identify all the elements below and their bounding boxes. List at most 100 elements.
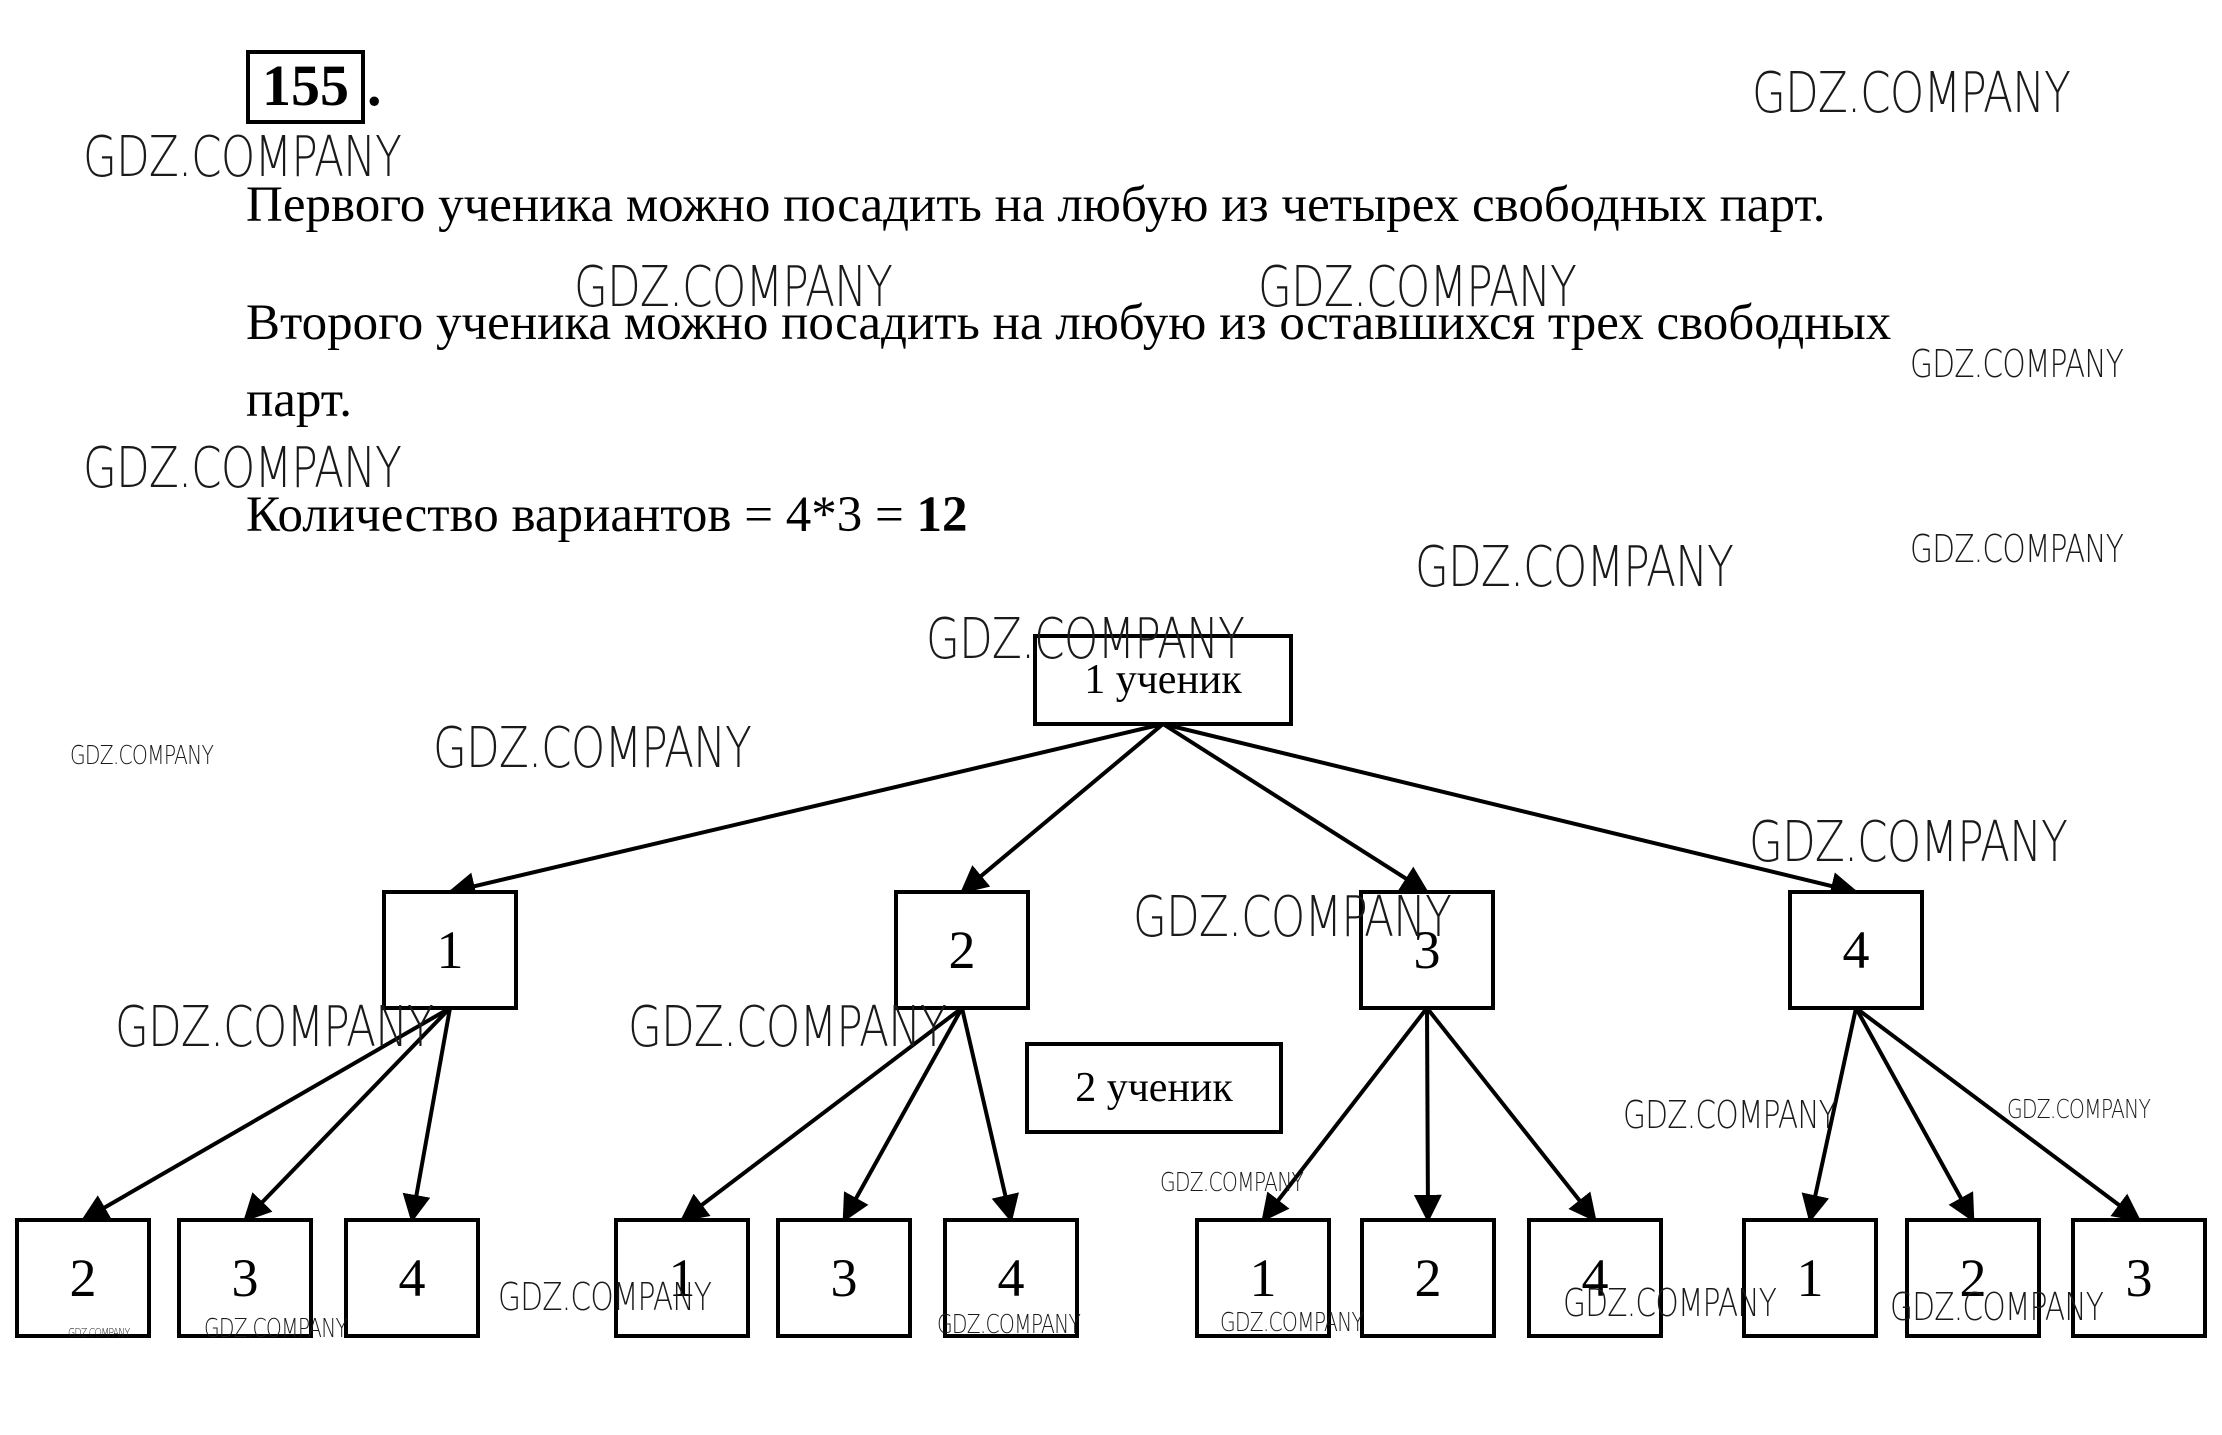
- watermark: GDZ.COMPANY: [937, 1310, 1081, 1340]
- level1-node-2-box: [894, 890, 1030, 1010]
- edge-4-to-3: [1854, 1006, 2142, 1222]
- edge-3-to-2: [1413, 1007, 1442, 1223]
- level2-node-4-2: 2: [1905, 1218, 2041, 1338]
- level2-node-3-1: 1: [1195, 1218, 1331, 1338]
- level2-node-2-3-label: 3: [831, 1248, 858, 1308]
- level2-node-1-2-label: 2: [70, 1248, 97, 1308]
- level2-node-3-4: 4: [1527, 1218, 1663, 1338]
- level2-node-2-3: 3: [776, 1218, 912, 1338]
- watermark: GDZ.COMPANY: [1890, 1285, 2104, 1329]
- level2-node-4-3-box: [2071, 1218, 2207, 1338]
- level2-caption-box: [1025, 1042, 1283, 1134]
- level2-node-3-4-label: 4: [1582, 1248, 1609, 1308]
- watermark: GDZ.COMPANY: [628, 995, 947, 1060]
- level2-caption-label: 2 ученик: [1075, 1065, 1233, 1111]
- level1-node-4-box: [1788, 890, 1924, 1010]
- text-line-first-student: Первого ученика можно посадить на любую …: [246, 177, 1826, 233]
- level2-node-3-1-label: 1: [1250, 1248, 1277, 1308]
- level2-node-1-3-label: 3: [232, 1248, 259, 1308]
- tree-nodes: 1 ученик 1 2 3 4 2 1 3 4 3 1 2 4 4 1 2 3 2 ученик: [15, 634, 2207, 1338]
- watermark: GDZ.COMPANY: [1752, 61, 2071, 126]
- answer-prefix: Количество вариантов = 4*3 =: [246, 487, 917, 543]
- watermark: GDZ.COMPANY: [1133, 885, 1452, 950]
- watermark: GDZ.COMPANY: [1910, 342, 2124, 386]
- level2-node-1-3-box: [177, 1218, 313, 1338]
- level2-node-3-1-box: [1195, 1218, 1331, 1338]
- level1-node-2: 2: [894, 890, 1030, 1010]
- level2-node-3-2-label: 2: [1415, 1248, 1442, 1308]
- edge-1-to-2: [80, 1006, 452, 1222]
- edge-2-to-3: [842, 1007, 964, 1223]
- answer-value: 12: [916, 487, 968, 543]
- watermark: GDZ.COMPANY: [1160, 1168, 1304, 1198]
- level2-node-4-1-box: [1742, 1218, 1878, 1338]
- level2-node-4-2-label: 2: [1960, 1248, 1987, 1308]
- level2-node-2-4-label: 4: [998, 1248, 1025, 1308]
- edge-4-to-2: [1854, 1007, 1975, 1223]
- watermark: GDZ.COMPANY: [204, 1314, 348, 1344]
- level2-node-4-1: 1: [1742, 1218, 1878, 1338]
- watermark: GDZ.COMPANY: [433, 716, 752, 781]
- level2-node-2-1-label: 1: [669, 1248, 696, 1308]
- edge-4-to-1: [1801, 1007, 1858, 1223]
- watermark: GDZ.COMPANY: [68, 1326, 130, 1340]
- level1-node-1-box: [382, 890, 518, 1010]
- watermark: GDZ.COMPANY: [1623, 1093, 1837, 1137]
- text-line-answer: Количество вариантов = 4*3 = 12: [246, 490, 968, 541]
- watermark: GDZ.COMPANY: [498, 1275, 712, 1319]
- edge-root-to-4: [1162, 722, 1859, 900]
- watermark: GDZ.COMPANY: [70, 741, 214, 771]
- edge-3-to-1: [1261, 1006, 1429, 1223]
- level1-node-1: 1: [382, 890, 518, 1010]
- problem-number-box: 155: [246, 50, 365, 124]
- watermark: GDZ.COMPANY: [83, 125, 402, 190]
- level2-node-2-4-box: [943, 1218, 1079, 1338]
- root-node-label: 1 ученик: [1084, 657, 1242, 703]
- level2-node-4-3-label: 3: [2126, 1248, 2153, 1308]
- watermark: GDZ.COMPANY: [1258, 255, 1577, 320]
- edge-1-to-4: [402, 1007, 452, 1223]
- level2-node-2-1: 1: [614, 1218, 750, 1338]
- level1-node-3-label: 3: [1414, 920, 1441, 980]
- watermark: GDZ.COMPANY: [1220, 1308, 1364, 1338]
- problem-number: 155.: [246, 50, 382, 124]
- watermark: GDZ.COMPANY: [1749, 810, 2068, 875]
- level2-node-1-4-label: 4: [399, 1248, 426, 1308]
- edge-1-to-3: [243, 1006, 452, 1223]
- edge-3-to-4: [1425, 1006, 1597, 1223]
- level2-node-1-3: 3: [177, 1218, 313, 1338]
- edge-root-to-3: [1161, 722, 1430, 894]
- problem-number-dot: .: [367, 53, 382, 118]
- text-line-second-student: Второго ученика можно посадить на любую …: [246, 295, 1892, 351]
- watermark: GDZ.COMPANY: [926, 607, 1245, 672]
- level2-node-4-1-label: 1: [1797, 1248, 1824, 1308]
- watermark: GDZ.COMPANY: [1415, 535, 1734, 600]
- edge-root-to-1: [447, 722, 1164, 900]
- level2-node-4-3: 3: [2071, 1218, 2207, 1338]
- edge-2-to-1: [679, 1006, 964, 1222]
- level2-node-2-3-box: [776, 1218, 912, 1338]
- level2-node-2-4: 4: [943, 1218, 1079, 1338]
- level2-node-1-2: 2: [15, 1218, 151, 1338]
- edge-root-to-2: [959, 722, 1165, 894]
- level2-node-1-4-box: [344, 1218, 480, 1338]
- watermark: GDZ.COMPANY: [83, 436, 402, 501]
- tree-edges: [80, 722, 2142, 1223]
- level2-node-1-2-box: [15, 1218, 151, 1338]
- level1-node-3: 3: [1359, 890, 1495, 1010]
- text-line-second-student-cont: парт.: [246, 372, 352, 428]
- watermark: GDZ.COMPANY: [1563, 1281, 1777, 1325]
- level2-node-3-2: 2: [1360, 1218, 1496, 1338]
- level1-node-4-label: 4: [1843, 920, 1870, 980]
- level1-node-3-box: [1359, 890, 1495, 1010]
- level2-node-4-2-box: [1905, 1218, 2041, 1338]
- watermark: GDZ.COMPANY: [574, 255, 893, 320]
- level2-node-3-2-box: [1360, 1218, 1496, 1338]
- root-node-box: [1033, 634, 1293, 726]
- watermark: GDZ.COMPANY: [1910, 527, 2124, 571]
- level2-caption: 2 ученик: [1025, 1042, 1283, 1134]
- level1-node-4: 4: [1788, 890, 1924, 1010]
- watermark: GDZ.COMPANY: [115, 995, 434, 1060]
- level1-node-2-label: 2: [949, 920, 976, 980]
